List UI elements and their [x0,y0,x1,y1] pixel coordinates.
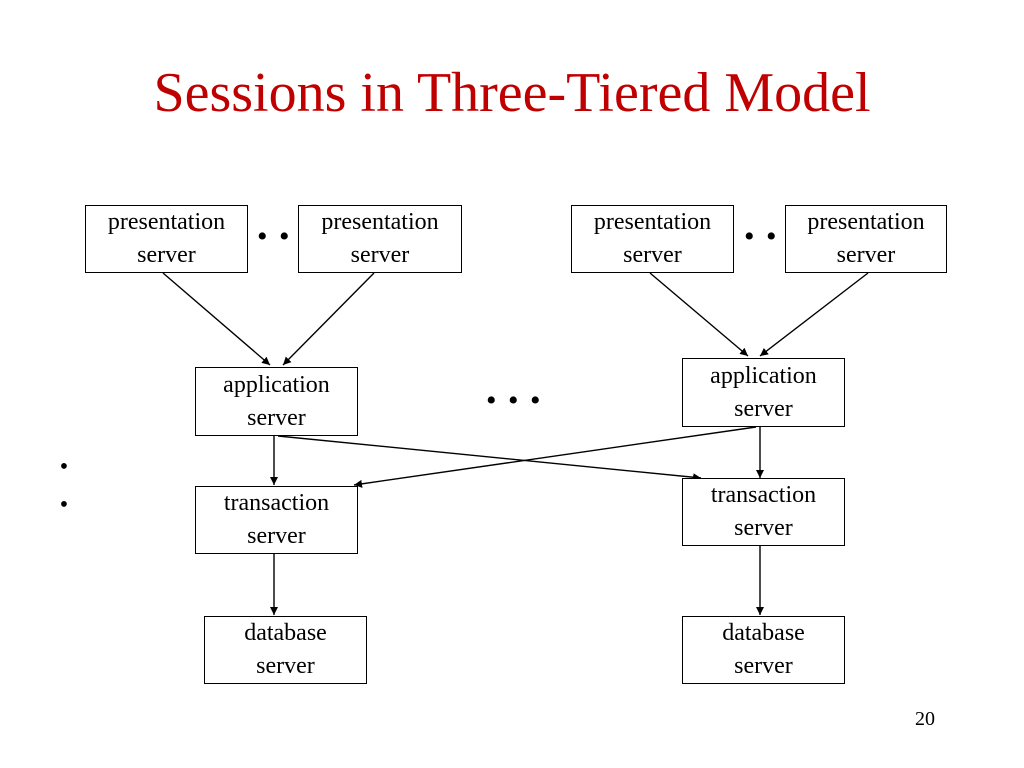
arrow-pres-l1-to-app-l [162,272,271,366]
application-server-box: application server [195,367,358,436]
page-number: 20 [915,708,935,730]
ellipsis-presentation-left: • • [257,220,292,253]
box-label-line2: server [247,523,306,549]
box-label-line2: server [350,242,410,268]
transaction-server-box: transaction server [195,486,358,554]
box-label-line2: server [137,242,196,268]
box-label-line2: server [734,515,793,541]
database-server-box: database server [204,616,367,684]
box-label-line2: server [836,242,896,268]
arrow-app-l-to-tx-r [277,435,702,482]
left-margin-dot: • [59,492,69,518]
ellipsis-between-columns: • • • [486,384,543,417]
presentation-server-box: presentation server [85,205,248,273]
box-label-line2: server [247,404,306,431]
box-label-line1: application [710,362,817,389]
presentation-server-box: presentation server [785,205,947,273]
arrow-pres-r2-to-app-r [759,272,869,357]
presentation-server-box: presentation server [571,205,734,273]
arrow-pres-l2-to-app-l [282,272,375,366]
box-label-line1: database [244,620,327,646]
presentation-server-box: presentation server [298,205,462,273]
application-server-box: application server [682,358,845,427]
slide-title: Sessions in Three-Tiered Model [153,62,871,124]
box-label-line1: transaction [223,490,330,516]
box-label-line2: server [623,242,682,268]
database-server-box: database server [682,616,845,684]
arrow-app-r-to-tx-l [353,426,757,488]
left-margin-dot: • [59,454,69,480]
box-label-line2: server [734,653,793,679]
box-label-line1: application [223,371,330,398]
box-label-line2: server [256,653,315,679]
box-label-line1: presentation [593,209,712,235]
box-label-line1: presentation [321,209,439,235]
box-label-line1: database [722,620,805,646]
ellipsis-left-margin: • • [57,448,71,524]
box-label-line1: presentation [107,209,226,235]
box-label-line2: server [734,395,793,422]
ellipsis-presentation-right: • • [744,220,779,253]
box-label-line1: presentation [807,209,925,235]
arrow-pres-r1-to-app-r [649,272,749,357]
transaction-server-box: transaction server [682,478,845,546]
box-label-line1: transaction [710,482,817,508]
